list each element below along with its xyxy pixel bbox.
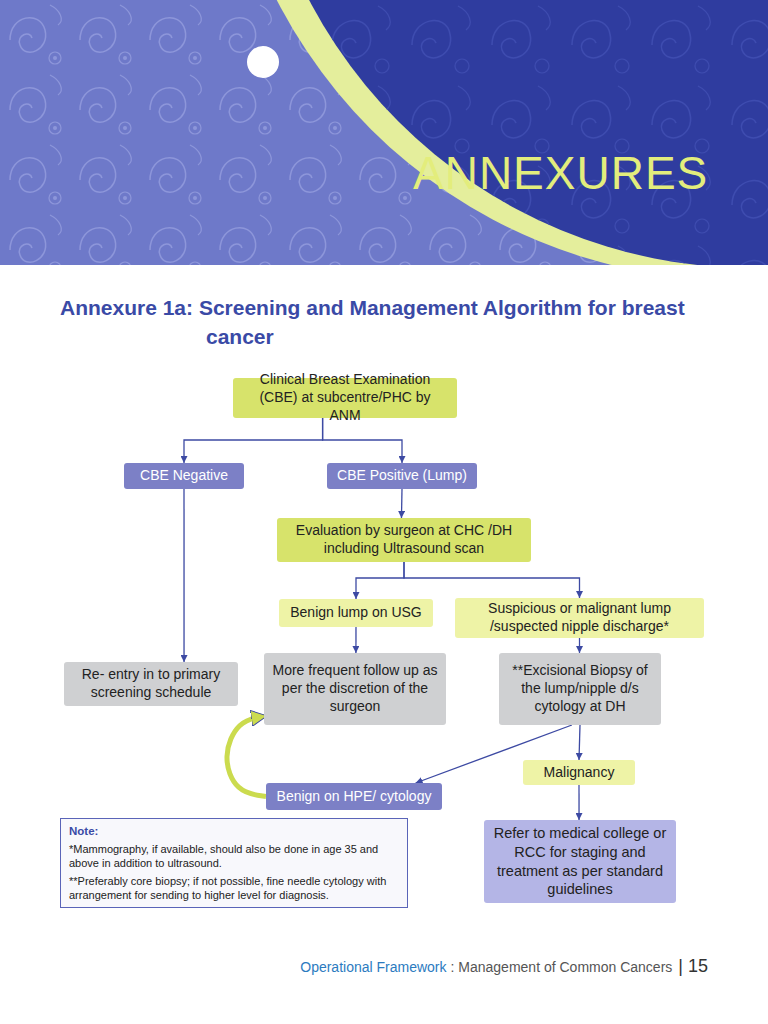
finding-box: Benign lump on USG bbox=[279, 599, 433, 627]
result-box: CBE Negative bbox=[124, 463, 244, 489]
page-title: Annexure 1a: Screening and Management Al… bbox=[60, 293, 690, 352]
banner-art bbox=[0, 0, 768, 265]
box-text: More frequent follow up as per the discr… bbox=[270, 662, 440, 716]
note-heading: Note: bbox=[69, 824, 399, 839]
flow-arrow bbox=[578, 785, 579, 820]
note-text: *Mammography, if available, should also … bbox=[69, 842, 399, 871]
flow-arrow bbox=[184, 418, 323, 463]
box-text: CBE Negative bbox=[140, 467, 228, 485]
flow-arrow bbox=[323, 418, 402, 463]
result-box: Benign on HPE/ cytology bbox=[266, 783, 442, 810]
referral-box: Refer to medical college or RCC for stag… bbox=[484, 820, 676, 903]
box-text: Clinical Breast Examination (CBE) at sub… bbox=[245, 371, 445, 425]
box-text: Malignancy bbox=[544, 764, 615, 782]
section-heading: ANNEXURES bbox=[413, 146, 708, 200]
process-box: Evaluation by surgeon at CHC /DH includi… bbox=[277, 518, 531, 562]
flow-arrow bbox=[355, 627, 356, 653]
box-text: Benign lump on USG bbox=[290, 604, 422, 622]
finding-box: Malignancy bbox=[523, 760, 635, 785]
box-text: Benign on HPE/ cytology bbox=[277, 788, 432, 806]
action-box: More frequent follow up as per the discr… bbox=[264, 653, 446, 725]
note-box: Note: *Mammography, if available, should … bbox=[60, 818, 408, 908]
start-box: Clinical Breast Examination (CBE) at sub… bbox=[233, 378, 457, 418]
footer-text: : Management of Common Cancers bbox=[451, 959, 673, 975]
flow-arrow bbox=[579, 638, 580, 653]
box-text: Evaluation by surgeon at CHC /DH includi… bbox=[285, 522, 523, 558]
box-text: **Excisional Biopsy of the lump/nipple d… bbox=[502, 662, 658, 716]
box-text: Refer to medical college or RCC for stag… bbox=[492, 824, 668, 898]
action-box: **Excisional Biopsy of the lump/nipple d… bbox=[499, 653, 661, 725]
result-box: CBE Positive (Lump) bbox=[327, 463, 477, 489]
footer-text: Operational Framework bbox=[300, 959, 446, 975]
page-number: | 15 bbox=[678, 956, 708, 977]
finding-box: Suspicious or malignant lump /suspected … bbox=[455, 598, 704, 638]
return-arrow bbox=[227, 716, 266, 796]
flow-arrow bbox=[401, 489, 403, 518]
flow-arrow bbox=[356, 562, 404, 599]
box-text: Re- entry in to primary screening schedu… bbox=[69, 666, 233, 702]
box-text: Suspicious or malignant lump /suspected … bbox=[461, 600, 698, 636]
footer-row: Operational Framework : Management of Com… bbox=[0, 956, 708, 977]
note-text: **Preferably core biopsy; if not possibl… bbox=[69, 874, 399, 903]
box-text: CBE Positive (Lump) bbox=[337, 467, 467, 485]
flow-arrow bbox=[183, 489, 184, 662]
action-box: Re- entry in to primary screening schedu… bbox=[64, 662, 238, 706]
flow-arrow bbox=[579, 725, 580, 760]
flow-arrow bbox=[404, 562, 580, 598]
